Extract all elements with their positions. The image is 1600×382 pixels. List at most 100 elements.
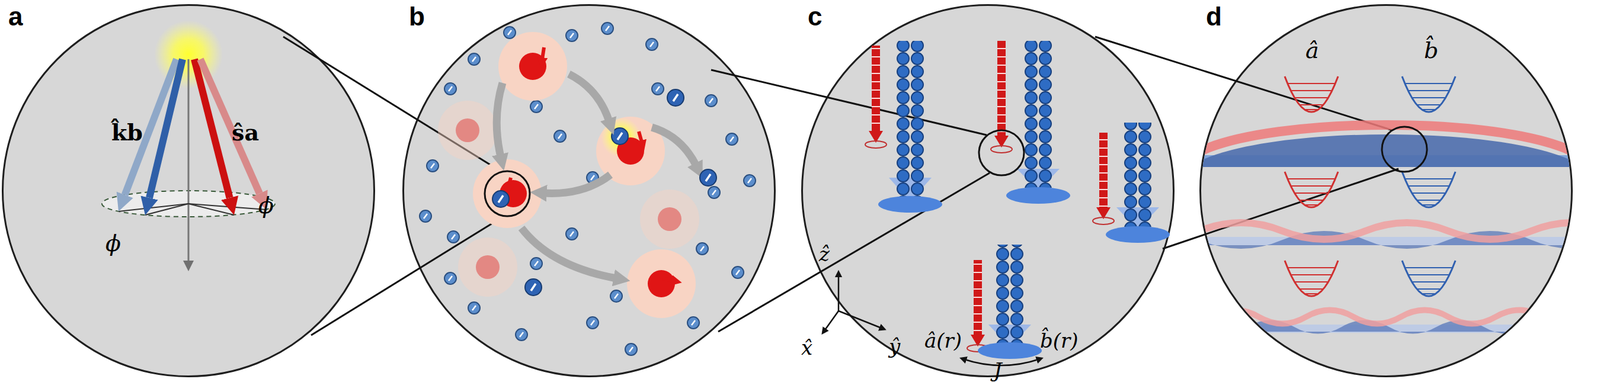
spin-arrow [194, 59, 230, 198]
panel-a-art [101, 20, 275, 261]
spin-arrow [662, 278, 674, 281]
zoom-circle [978, 130, 1024, 176]
column-shade [988, 324, 1032, 348]
spin-column [997, 40, 1006, 136]
panel-c-art [823, 40, 1170, 366]
electron [525, 279, 542, 296]
electron [731, 266, 744, 279]
nuclear-spin [519, 52, 547, 80]
spin-arrow [542, 47, 544, 60]
spin-arrow [638, 131, 642, 143]
zoom-line [311, 215, 505, 336]
spin-head [868, 130, 883, 143]
electron-column [995, 244, 1024, 345]
electron [611, 128, 629, 145]
electron [667, 89, 684, 107]
oscillator-a [1284, 260, 1339, 297]
zoom-line [1162, 168, 1399, 249]
blue-dome [1199, 134, 1573, 168]
spin-halo [498, 32, 568, 101]
wavevector-arrow [149, 59, 183, 198]
red-wave [1211, 310, 1591, 325]
oscillator-b [1402, 76, 1456, 112]
panel-d-art [1199, 76, 1600, 335]
electron [554, 130, 566, 143]
spin-arrow [200, 59, 260, 194]
electron [687, 317, 700, 329]
column-base [977, 342, 1042, 360]
panel-circle: c â(r) b̂(r) J [801, 4, 1175, 378]
electron [565, 29, 578, 42]
field-label: b̂(r) [1040, 330, 1079, 351]
electron [743, 174, 756, 187]
spin-base [1092, 217, 1115, 225]
panel-circle: ak̂bŝaϕϕ [1, 4, 376, 378]
electron [586, 171, 599, 184]
panel-letter: c [807, 3, 822, 30]
panel-circle: dâb̂ [1199, 4, 1573, 378]
electron [530, 257, 543, 270]
blue-wave [1199, 320, 1579, 335]
red-dome [1199, 125, 1573, 152]
nuclear-spin [455, 118, 480, 143]
nuclear-spin [647, 270, 675, 298]
electron [645, 38, 658, 51]
electron [447, 231, 460, 243]
flat-band [1199, 155, 1573, 168]
nuclear-spin [475, 255, 500, 280]
column-shade [888, 177, 932, 202]
spin-halo [596, 116, 665, 186]
spin-column [1099, 132, 1108, 208]
electron [625, 343, 638, 356]
vector-label: k̂b [111, 121, 143, 144]
electron-column [1123, 122, 1152, 227]
flow-arrow [568, 74, 610, 122]
flat-band [1199, 237, 1573, 246]
electron [651, 82, 664, 95]
column-base [878, 196, 943, 213]
flow-arrow [544, 174, 611, 194]
electron [426, 160, 439, 172]
angle-label: ϕ [105, 232, 121, 255]
azimuth-ellipse [101, 190, 275, 217]
panel-letter: d [1205, 3, 1222, 30]
axis-label: x̂ [801, 337, 813, 358]
field-label: â(r) [924, 330, 962, 351]
electron [708, 186, 720, 199]
spin-column [871, 45, 880, 131]
flow-arrow [496, 82, 503, 158]
zoom-line [283, 36, 503, 173]
oscillator-b [1402, 260, 1456, 297]
spin-halo [458, 237, 518, 297]
electron [725, 133, 738, 146]
oscillator-b [1402, 171, 1456, 208]
electron [699, 169, 717, 187]
spin-halo [437, 100, 498, 160]
spin-column [973, 260, 982, 335]
spin-base [865, 141, 887, 149]
nuclear-spin [616, 137, 645, 165]
panel-letter: b [408, 3, 425, 30]
electron [419, 210, 432, 223]
blue-wave [1199, 231, 1600, 249]
column-base [1006, 187, 1071, 204]
spin-head [970, 334, 985, 347]
axis-label: ẑ [818, 244, 830, 265]
zoom-circle [1381, 126, 1427, 172]
spin-arrow [508, 177, 511, 187]
spin-halo [472, 159, 542, 229]
angle-line [188, 203, 235, 216]
coupling-arrow [962, 359, 1040, 366]
electron [468, 53, 480, 66]
oscillator-a [1284, 171, 1339, 208]
electron [696, 242, 709, 255]
electron [503, 26, 516, 39]
column-shade [1016, 168, 1060, 191]
axis-arrow [187, 59, 190, 261]
coupling-label: J [993, 360, 1003, 381]
angle-label: ϕ [258, 194, 274, 217]
mode-label: b̂ [1424, 39, 1439, 62]
spin-halo [626, 249, 696, 319]
